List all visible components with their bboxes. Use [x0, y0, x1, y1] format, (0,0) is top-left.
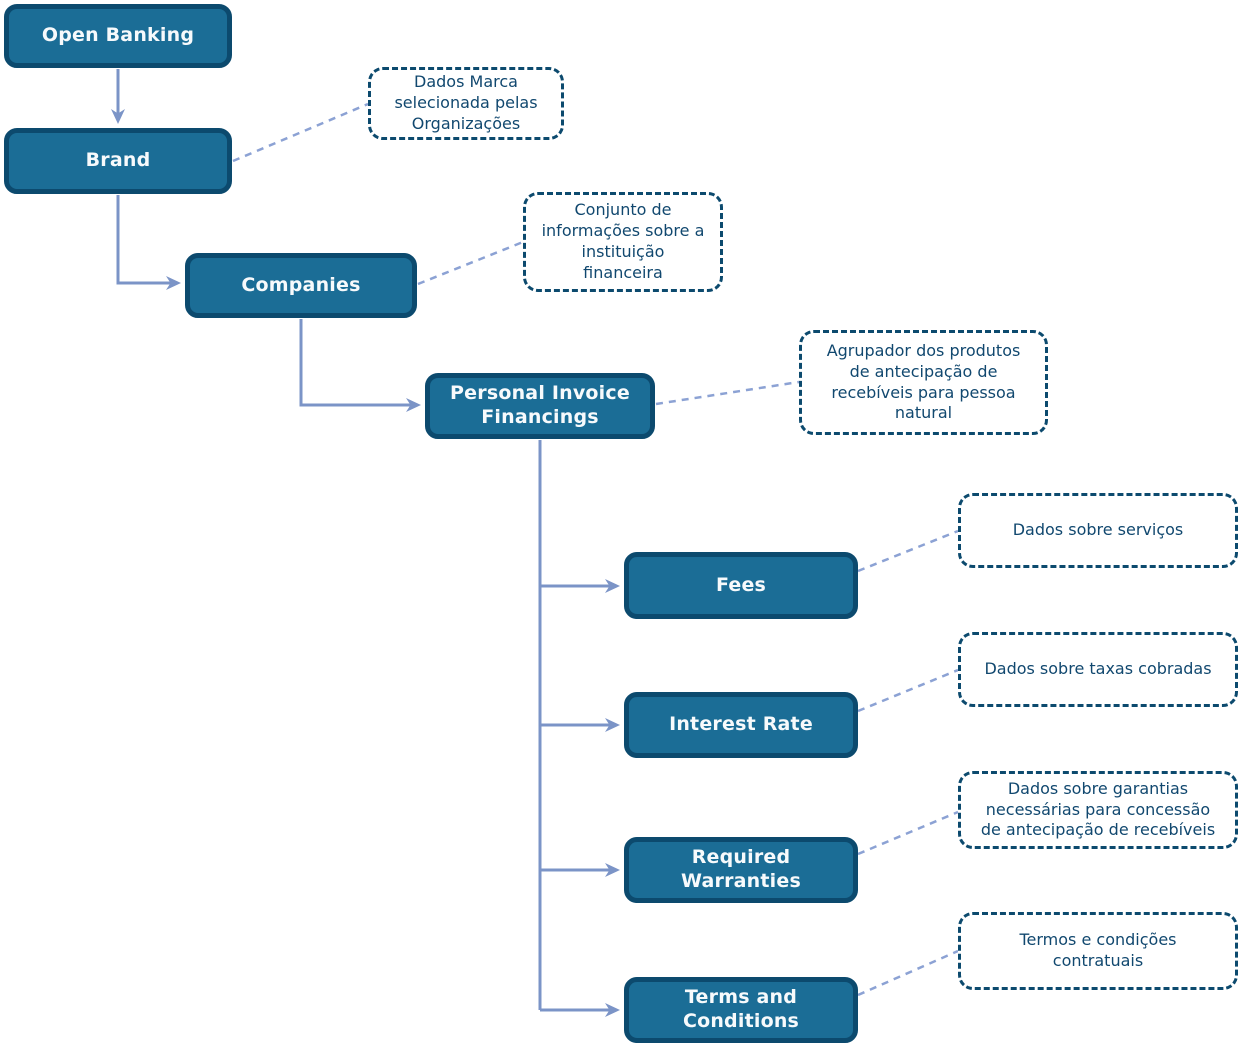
- note-personal-invoice-financings-text: Agrupador dos produtos de antecipação de…: [826, 340, 1021, 423]
- note-link-interest-rate: [857, 668, 959, 713]
- note-interest-rate-text: Dados sobre taxas cobradas: [984, 659, 1212, 679]
- note-link-pif: [655, 380, 800, 406]
- node-interest-rate: Interest Rate: [624, 692, 858, 758]
- edge-companies-pif: [299, 319, 421, 412]
- note-interest-rate: Dados sobre taxas cobradas: [958, 632, 1238, 707]
- note-companies: Conjunto de informações sobre a institui…: [523, 192, 723, 292]
- edge-brand-companies: [116, 195, 181, 290]
- note-link-companies: [417, 240, 524, 286]
- note-link-fees: [857, 529, 959, 573]
- node-open-banking: Open Banking: [4, 4, 232, 68]
- note-link-terms-and-conditions: [857, 949, 959, 997]
- note-fees: Dados sobre serviços: [958, 493, 1238, 568]
- note-link-brand: [232, 102, 369, 163]
- node-personal-invoice-financings: Personal Invoice Financings: [425, 373, 655, 439]
- note-link-required-warranties: [857, 810, 959, 856]
- node-required-warranties-label: Required Warranties: [681, 846, 801, 892]
- node-companies: Companies: [185, 253, 417, 318]
- node-fees-label: Fees: [715, 573, 767, 596]
- node-companies-label: Companies: [241, 273, 361, 296]
- node-terms-and-conditions-label: Terms and Conditions: [682, 986, 800, 1032]
- note-brand-text: Dados Marca selecionada pelas Organizaçõ…: [394, 72, 538, 133]
- node-fees: Fees: [624, 552, 858, 619]
- note-required-warranties: Dados sobre garantias necessárias para c…: [958, 771, 1238, 849]
- note-required-warranties-text: Dados sobre garantias necessárias para c…: [980, 778, 1216, 840]
- note-fees-text: Dados sobre serviços: [1012, 520, 1184, 540]
- note-brand: Dados Marca selecionada pelas Organizaçõ…: [368, 67, 564, 140]
- note-personal-invoice-financings: Agrupador dos produtos de antecipação de…: [799, 330, 1048, 435]
- node-personal-invoice-financings-label: Personal Invoice Financings: [450, 382, 630, 428]
- note-terms-and-conditions-text: Termos e condições contratuais: [1019, 930, 1177, 970]
- node-interest-rate-label: Interest Rate: [669, 713, 813, 736]
- node-required-warranties: Required Warranties: [624, 837, 858, 903]
- note-companies-text: Conjunto de informações sobre a institui…: [541, 200, 705, 282]
- node-brand: Brand: [4, 128, 232, 194]
- node-brand-label: Brand: [85, 149, 151, 172]
- node-open-banking-label: Open Banking: [41, 24, 195, 47]
- node-terms-and-conditions: Terms and Conditions: [624, 977, 858, 1043]
- note-terms-and-conditions: Termos e condições contratuais: [958, 912, 1238, 990]
